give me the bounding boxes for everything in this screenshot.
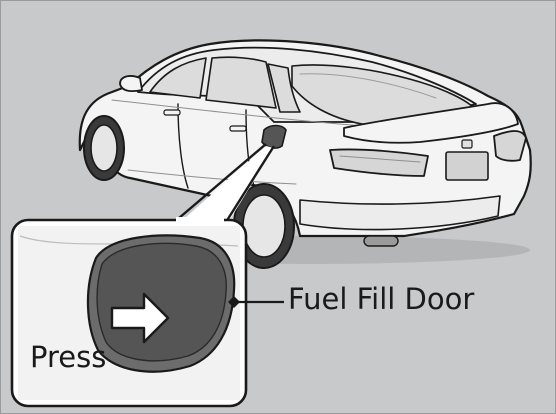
- callout-diamond-icon: [228, 296, 240, 308]
- fuel-door-callout-bubble: [10, 143, 276, 408]
- press-arrow-icon: [110, 292, 170, 344]
- callout-leader: [228, 296, 284, 308]
- fuel-fill-door-label: Fuel Fill Door: [288, 282, 475, 316]
- press-label: Press: [30, 340, 107, 374]
- fuel-door-panel: [96, 242, 227, 362]
